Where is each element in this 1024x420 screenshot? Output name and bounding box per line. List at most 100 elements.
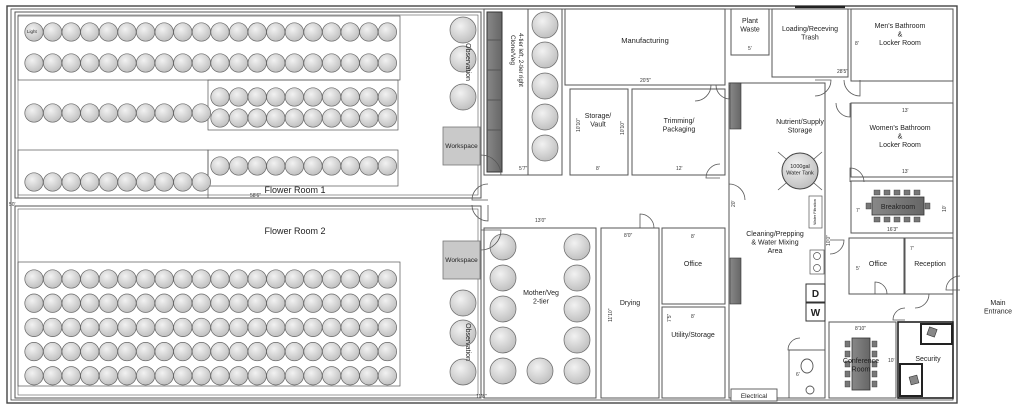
drying-room [600, 227, 660, 399]
plant-pot [322, 53, 342, 73]
plant-pot [117, 269, 137, 289]
door-swing [892, 307, 906, 321]
plant-pot [449, 83, 477, 111]
plant-pot [247, 53, 267, 73]
plant-pot [340, 22, 360, 42]
plant-pot [43, 366, 63, 386]
chair [844, 380, 851, 388]
flower-room-1-label: Flower Room 1 [264, 185, 325, 195]
observation-2-label: Observation [464, 323, 471, 361]
plant-pot [489, 326, 517, 354]
plant-pot [266, 366, 286, 386]
plant-pot [24, 317, 44, 337]
plant-pot [210, 293, 230, 313]
workspace-2: Workspace [442, 240, 481, 280]
plant-pot [43, 103, 63, 123]
plant-pot [247, 22, 267, 42]
plant-pot [117, 22, 137, 42]
conference-table [844, 337, 878, 391]
plant-pot [489, 357, 517, 385]
door-swing [471, 183, 489, 201]
electrical-room [730, 388, 778, 402]
plant-pot [191, 22, 211, 42]
plant-pot [322, 87, 342, 107]
plant-pot [98, 22, 118, 42]
plant-pot [531, 103, 559, 131]
manufacturing-room [564, 8, 726, 86]
fr-depth-dim: 50' [9, 202, 16, 208]
plant-pot [563, 357, 591, 385]
plant-pot [284, 53, 304, 73]
cleaning-height-dim: 10'0" [826, 235, 832, 246]
break-left-dim: 7' [856, 208, 860, 214]
observation-1-label: Observation [464, 43, 471, 81]
door-swing [705, 163, 721, 179]
water-filtration-label: Water Filtration [813, 199, 817, 225]
plant-pot [98, 317, 118, 337]
plant-pot [24, 103, 44, 123]
plant-pot [247, 156, 267, 176]
plant-pot [43, 293, 63, 313]
doors [471, 79, 961, 351]
plant-pot [24, 293, 44, 313]
plant-pot [359, 317, 379, 337]
plant-pot [303, 293, 323, 313]
grow-table [207, 149, 399, 187]
plant-pot [191, 103, 211, 123]
electrical-label: Electrical [741, 393, 768, 400]
plant-pot [489, 295, 517, 323]
plant-pot [359, 108, 379, 128]
plant-pot [340, 87, 360, 107]
plant-pot [340, 108, 360, 128]
chair [871, 350, 878, 358]
plant-pot [377, 87, 397, 107]
plant-pot [340, 293, 360, 313]
plant-pot [24, 366, 44, 386]
plant-pot [322, 269, 342, 289]
plant-pot [377, 317, 397, 337]
plant-pot [154, 103, 174, 123]
plant-pot [24, 269, 44, 289]
plant-pot [61, 103, 81, 123]
workspace-2-label: Workspace [445, 257, 478, 264]
trim-width-dim: 12' [676, 166, 683, 172]
plant-pot [359, 22, 379, 42]
washer-dryer: D W [805, 283, 826, 322]
plant-pot [531, 72, 559, 100]
plant-pot [24, 53, 44, 73]
plant-pot [80, 103, 100, 123]
plant-pot [377, 269, 397, 289]
workspace-1: Workspace [442, 126, 481, 166]
plant-pot [98, 103, 118, 123]
plant-pot [359, 53, 379, 73]
plant-pot [247, 293, 267, 313]
plant-pot [136, 269, 156, 289]
plant-pot [266, 156, 286, 176]
chair [844, 340, 851, 348]
plant-pot [247, 342, 267, 362]
plant-pot [229, 317, 249, 337]
plant-pot [173, 53, 193, 73]
plant-pot [173, 366, 193, 386]
drying-label: Drying [620, 300, 640, 307]
plant-pot [43, 53, 63, 73]
door-swing [787, 337, 801, 351]
chair [883, 216, 891, 223]
door-swing [843, 79, 861, 97]
plant-pot [489, 264, 517, 292]
break-width-dim: 16'3" [887, 227, 898, 233]
plant-pot [303, 317, 323, 337]
mens-label: Men's Bathroom&Locker Room [875, 23, 926, 47]
plant-pot [229, 22, 249, 42]
plant-pot [173, 172, 193, 192]
fr1-width-dim: 58'6" [250, 193, 261, 199]
chair [865, 202, 872, 210]
plant-pot [136, 172, 156, 192]
plant-pot [117, 103, 137, 123]
plant-pot [117, 172, 137, 192]
plant-pot [191, 342, 211, 362]
plant-pot [247, 317, 267, 337]
nutrient-height-dim: 20' [731, 200, 737, 207]
plant-pot [284, 366, 304, 386]
